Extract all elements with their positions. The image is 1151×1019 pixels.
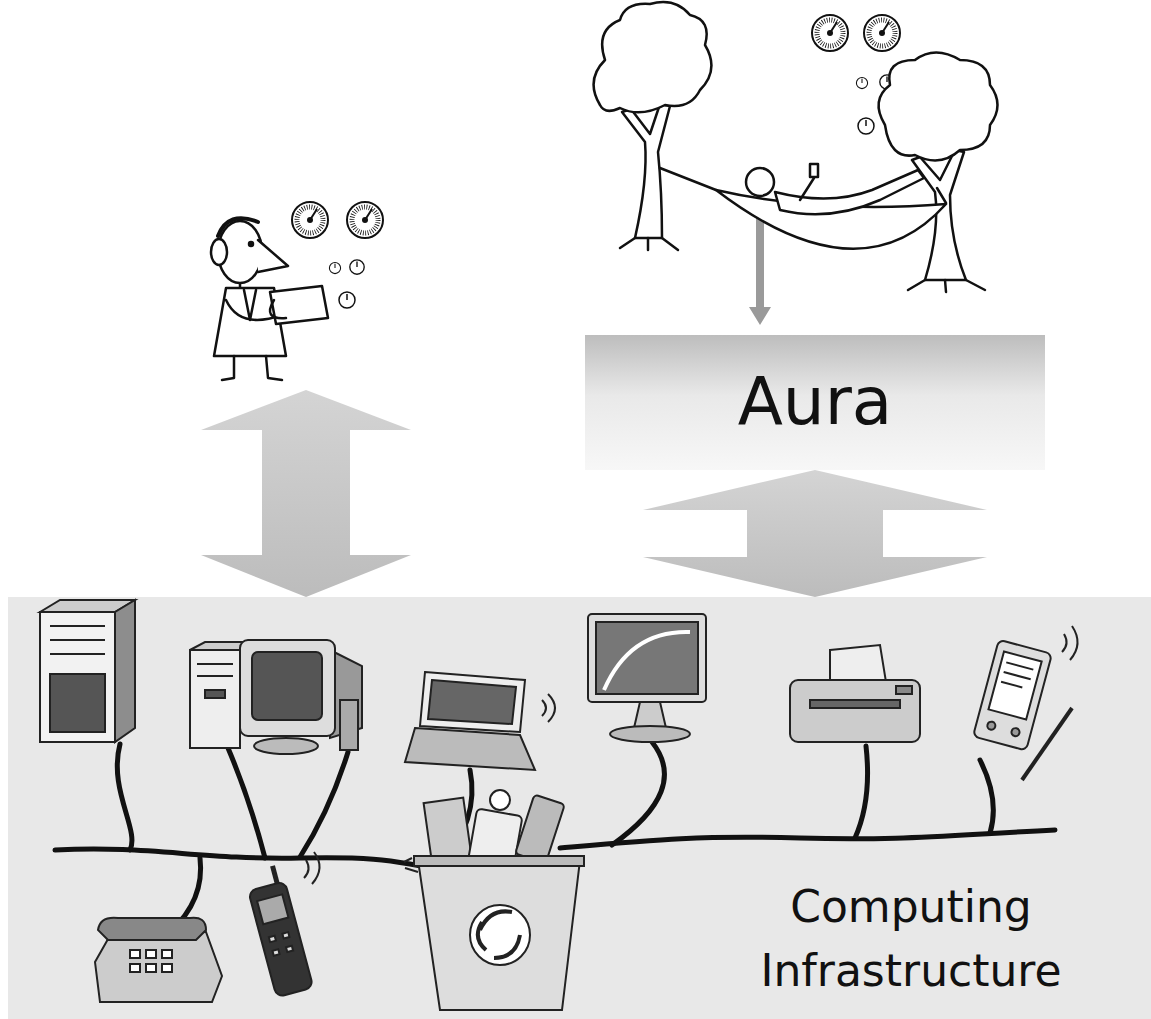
desk-phone [95,918,222,1002]
flat-monitor [588,614,706,742]
desktop-computer [190,640,362,754]
block-arrow [643,470,987,597]
pda [973,626,1078,780]
busy-user [211,218,328,380]
cell-phone [244,852,320,997]
band-label: Computing Infrastructure [711,875,1111,1003]
printer [790,645,920,742]
server-tower [40,600,135,742]
recycle-bin [404,790,584,1010]
laptop [405,672,555,770]
infrastructure-band: Computing Infrastructure [8,597,1151,1019]
hammock-scene [594,2,998,292]
aura-box: Aura [585,335,1045,470]
box-label: Aura [738,366,893,439]
user-arrow [201,390,411,597]
